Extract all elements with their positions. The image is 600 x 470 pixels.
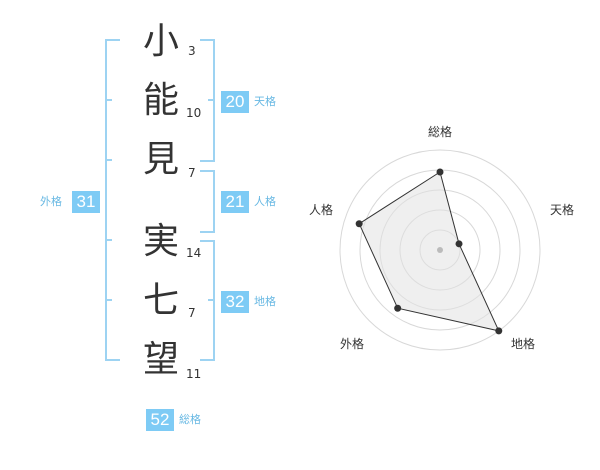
stroke-count-1: 3 [188, 44, 196, 58]
name-char-4: 実 [142, 221, 179, 262]
name-char-2: 能 [142, 80, 179, 121]
radar-data-polygon [358, 171, 500, 332]
jinkaku-badge: 21 [221, 191, 249, 213]
radar-label-jinkaku: 人格 [309, 203, 334, 217]
radar-grid-ring [339, 149, 541, 351]
chikaku-label: 地格 [254, 295, 276, 308]
gaikaku-badge: 31 [72, 191, 100, 213]
stroke-count-2: 10 [186, 106, 202, 120]
radar-point-1 [436, 168, 444, 176]
stroke-count-5: 7 [188, 306, 196, 320]
radar-label-tenkaku: 天格 [550, 203, 575, 217]
stroke-count-3: 7 [188, 166, 196, 180]
chikaku-badge: 32 [221, 291, 249, 313]
tenkaku-label: 天格 [254, 95, 276, 108]
tenkaku-badge: 20 [221, 91, 249, 113]
stroke-count-6: 11 [186, 367, 202, 381]
radar-label-soukaku: 総格 [428, 125, 453, 139]
gaikaku-bracket [105, 39, 120, 361]
name-char-5: 七 [142, 280, 179, 321]
radar-point-4 [394, 304, 402, 312]
name-char-6: 望 [142, 339, 179, 380]
gaikaku-label: 外格 [40, 195, 62, 208]
stroke-count-4: 14 [186, 246, 202, 260]
name-char-3: 見 [142, 139, 179, 180]
radar-point-5 [355, 220, 363, 228]
radar-point-2 [455, 240, 463, 248]
name-char-1: 小 [142, 21, 179, 62]
radar-center-dot [437, 247, 443, 253]
soukaku-label: 総格 [179, 413, 201, 426]
jinkaku-bracket [200, 170, 215, 233]
soukaku-badge: 52 [146, 409, 174, 431]
radar-label-gaikaku: 外格 [340, 337, 365, 351]
radar-label-chikaku: 地格 [511, 337, 536, 351]
radar-point-3 [495, 327, 503, 335]
jinkaku-label: 人格 [254, 195, 276, 208]
